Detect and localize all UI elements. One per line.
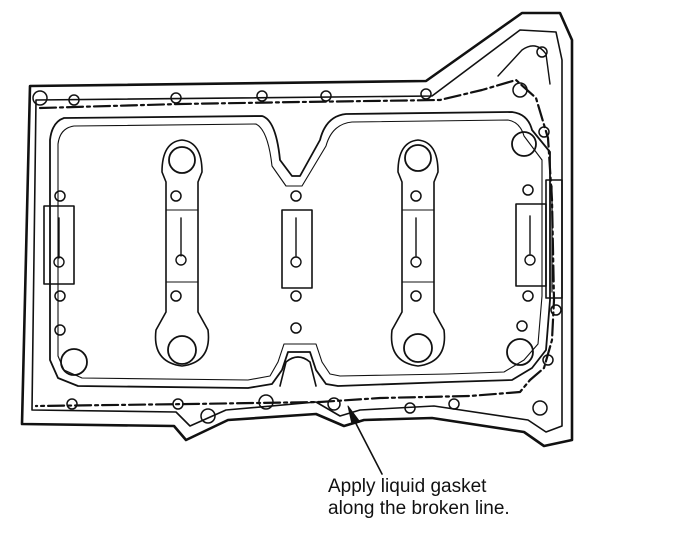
bearing-strap-4-bottom-hole (403, 333, 433, 363)
leader-arrow (347, 405, 383, 475)
bolt-hole (448, 398, 460, 410)
inner-raised-rib (57, 119, 543, 381)
bolt-hole (327, 397, 341, 411)
bolt-hole (170, 290, 182, 302)
corner-boss-bottom-right (506, 338, 534, 366)
caption-line-1: Apply liquid gasket (328, 476, 487, 497)
bolt-hole (68, 94, 80, 106)
inner-flange-edge (31, 29, 563, 433)
corner-rib (497, 45, 551, 85)
bearing-strap-3 (281, 209, 313, 289)
bolt-hole (170, 92, 182, 104)
inner-cavity-wall (49, 111, 551, 389)
corner-boss-top-right (511, 131, 537, 157)
bolt-hole (532, 400, 548, 416)
bolt-hole (172, 398, 184, 410)
bolt-hole (512, 82, 528, 98)
bearing-strap-5-slot-end (524, 254, 536, 266)
bolt-hole (538, 126, 550, 138)
bolt-hole (54, 290, 66, 302)
bolt-hole (522, 184, 534, 196)
bolt-hole (320, 90, 332, 102)
bolt-hole (54, 324, 66, 336)
bearing-strap-5 (515, 203, 547, 287)
bearing-strap-1 (43, 205, 75, 285)
bearing-strap-4-top-hole (404, 144, 432, 172)
bolt-hole (200, 408, 216, 424)
flange-bolt-holes (32, 46, 562, 424)
bolt-hole (410, 290, 422, 302)
bolt-hole (536, 46, 548, 58)
bolt-hole (290, 322, 302, 334)
bolt-hole (66, 398, 78, 410)
leader-arrow-head (347, 405, 361, 425)
bearing-strap-4 (390, 139, 446, 367)
bolt-hole (54, 190, 66, 202)
bearing-strap-2-slot-end (175, 254, 187, 266)
bolt-hole (420, 88, 432, 100)
gasket-instruction-caption: Apply liquid gasket along the broken lin… (328, 476, 510, 520)
bolt-hole (516, 320, 528, 332)
bearing-strap-1-slot-end (53, 256, 65, 268)
bearing-strap-5-body (515, 203, 547, 287)
bolt-hole (522, 290, 534, 302)
bearing-strap-1-body (43, 205, 75, 285)
bearing-strap-4-slot-end (410, 256, 422, 268)
outer-flange-outline (20, 11, 574, 448)
bearing-strap-3-body (281, 209, 313, 289)
bearing-strap-4-body (390, 139, 446, 367)
bolt-hole (290, 290, 302, 302)
bearing-strap-3-slot-end (290, 256, 302, 268)
bolt-hole (290, 190, 302, 202)
caption-line-2: along the broken line. (328, 498, 510, 519)
oil-pickup-dome (279, 356, 317, 387)
bolt-hole (404, 402, 416, 414)
bolt-hole (542, 354, 554, 366)
bolt-hole (410, 190, 422, 202)
bearing-strap-2-bottom-hole (167, 335, 197, 365)
bolt-hole (550, 304, 562, 316)
corner-boss-bottom-left (60, 348, 88, 376)
bolt-hole (170, 190, 182, 202)
bolt-hole (258, 394, 274, 410)
bolt-hole (32, 90, 48, 106)
bearing-strap-2-body (154, 139, 210, 367)
bearing-strap-2-top-hole (168, 146, 196, 174)
bolt-hole (256, 90, 268, 102)
bearing-strap-2 (154, 139, 210, 367)
liquid-gasket-broken-line (34, 78, 556, 408)
